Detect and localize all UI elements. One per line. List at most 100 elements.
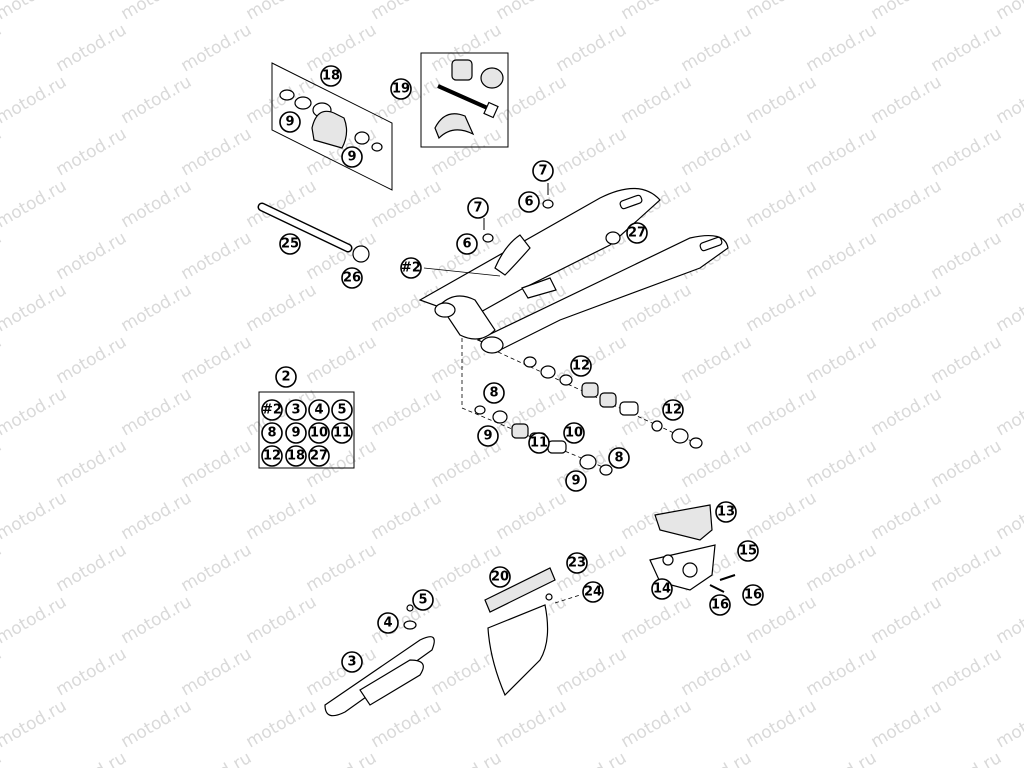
chain-guide-13-14 — [649, 504, 736, 593]
kit-grid-label: 8 — [267, 426, 276, 441]
callout-circle — [626, 222, 648, 244]
watermark-text: motod.ru — [0, 228, 5, 284]
watermark-text: motod.ru — [178, 436, 256, 492]
watermark-text: motod.ru — [118, 592, 196, 648]
callout-c9c: 9 — [477, 425, 499, 447]
kit-grid-circle — [308, 422, 330, 444]
kit-grid-label: 27 — [310, 449, 328, 464]
callout-circle — [737, 540, 759, 562]
kit-grid-item: 10 — [308, 422, 330, 444]
kit-grid-circle — [285, 422, 307, 444]
watermark-text: motod.ru — [118, 488, 196, 544]
callout-c26: 26 — [341, 267, 363, 289]
callout-c12a: 12 — [570, 355, 592, 377]
watermark-text: motod.ru — [0, 176, 70, 232]
callout-label: 16 — [711, 598, 729, 613]
callout-circle — [390, 78, 412, 100]
callout-label: 8 — [614, 451, 623, 466]
callout-c20: 20 — [489, 566, 511, 588]
kit-grid-item: 9 — [285, 422, 307, 444]
watermark-text: motod.ru — [303, 540, 381, 596]
callout-circle — [566, 552, 588, 574]
watermark-text: motod.ru — [553, 124, 631, 180]
kit-grid-label: 9 — [291, 426, 300, 441]
callout-c16b: 16 — [742, 584, 764, 606]
callout-label: 14 — [653, 582, 671, 597]
callout-c27: 27 — [626, 222, 648, 244]
kit-grid-item: 3 — [285, 399, 307, 421]
watermark-text: motod.ru — [993, 176, 1024, 232]
watermark-text: motod.ru — [743, 280, 821, 336]
watermark-text: motod.ru — [368, 384, 446, 440]
watermark-text: motod.ru — [743, 488, 821, 544]
callout-circle — [279, 233, 301, 255]
watermark-text: motod.ru — [0, 20, 5, 76]
watermark-text: motod.ru — [0, 696, 70, 752]
callout-circle — [709, 594, 731, 616]
watermark-text: motod.ru — [553, 644, 631, 700]
callout-label: 27 — [628, 226, 646, 241]
callout-c6b: 6 — [456, 233, 478, 255]
watermark-text: motod.ru — [493, 72, 571, 128]
callout-label: 20 — [491, 570, 509, 585]
callout-label: 18 — [322, 69, 340, 84]
watermark-text: motod.ru — [868, 384, 946, 440]
callout-label: 25 — [281, 237, 299, 252]
watermark-text: motod.ru — [118, 384, 196, 440]
watermark-text: motod.ru — [743, 72, 821, 128]
callout-label: 9 — [285, 115, 294, 130]
callout-c9d: 9 — [565, 470, 587, 492]
watermark-text: motod.ru — [553, 748, 631, 768]
watermark-text: motod.ru — [243, 280, 321, 336]
kit-grid-item: 5 — [331, 399, 353, 421]
watermark-text: motod.ru — [303, 748, 381, 768]
callout-circle — [275, 366, 297, 388]
watermark-text: motod.ru — [928, 228, 1006, 284]
watermark-text: motod.ru — [0, 72, 70, 128]
watermark-text: motod.ru — [803, 436, 881, 492]
callout-circle — [582, 581, 604, 603]
kit-grid-label: 5 — [337, 403, 346, 418]
kit-grid-label: 12 — [263, 449, 281, 464]
callout-c23: 23 — [566, 552, 588, 574]
watermark-text: motod.ru — [618, 0, 696, 24]
watermark-text: motod.ru — [803, 644, 881, 700]
callout-label: #2 — [401, 261, 421, 276]
callout-c5: 5 — [412, 589, 434, 611]
callout-c16a: 16 — [709, 594, 731, 616]
callout-label: 19 — [392, 82, 410, 97]
watermark-text: motod.ru — [803, 124, 881, 180]
watermark-text: motod.ru — [993, 592, 1024, 648]
watermark-text: motod.ru — [553, 20, 631, 76]
watermark-text: motod.ru — [243, 176, 321, 232]
watermark-text: motod.ru — [743, 696, 821, 752]
watermark-text: motod.ru — [0, 332, 5, 388]
callout-circle — [532, 160, 554, 182]
callout-label: 7 — [473, 201, 482, 216]
watermark-text: motod.ru — [178, 748, 256, 768]
watermark-text: motod.ru — [993, 72, 1024, 128]
callout-c10: 10 — [563, 422, 585, 444]
watermark-text: motod.ru — [493, 488, 571, 544]
watermark-text: motod.ru — [928, 124, 1006, 180]
callout-circle — [400, 257, 422, 279]
kit-grid-label: 11 — [333, 426, 351, 441]
callout-circle — [483, 382, 505, 404]
callout-label: 23 — [568, 556, 586, 571]
leader-2ref — [423, 267, 501, 277]
kit-grid-label: #2 — [262, 403, 282, 418]
watermark-text: motod.ru — [428, 540, 506, 596]
watermark-text: motod.ru — [0, 384, 70, 440]
watermark-text: motod.ru — [678, 644, 756, 700]
callout-circle — [715, 501, 737, 523]
watermark-text: motod.ru — [178, 228, 256, 284]
axle-25 — [257, 202, 370, 263]
watermark-text: motod.ru — [118, 280, 196, 336]
watermark-text: motod.ru — [178, 644, 256, 700]
watermark-text: motod.ru — [618, 592, 696, 648]
callout-label: 6 — [462, 237, 471, 252]
callout-label: 12 — [572, 359, 590, 374]
callout-circle — [489, 566, 511, 588]
watermark-text: motod.ru — [53, 332, 131, 388]
